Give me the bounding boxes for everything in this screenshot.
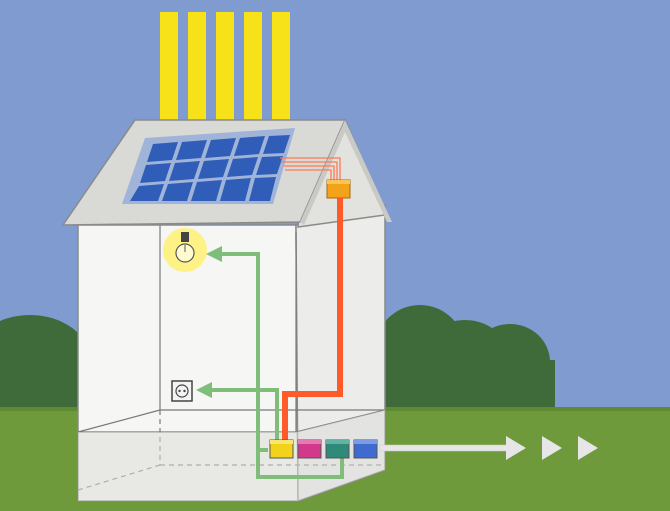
battery-teal: [325, 439, 350, 459]
ac-wires: [210, 252, 344, 479]
arrow-right-icon: [506, 436, 526, 460]
battery-magenta: [297, 439, 322, 459]
sun-rays-icon: [160, 12, 290, 138]
bushes: [0, 305, 555, 420]
export-line: [379, 444, 509, 452]
arrow-right-icon: [542, 436, 562, 460]
dc-wire-bundle: [280, 157, 341, 182]
grid-export-arrows: [379, 436, 598, 460]
arrow-to-outlet: [196, 382, 212, 398]
inverter-box: [326, 179, 351, 199]
light-bulb-icon: [163, 228, 207, 272]
battery-blue: [353, 439, 378, 459]
dc-main-wire: [282, 198, 343, 442]
battery-yellow: [269, 439, 294, 459]
power-outlet-icon: [171, 380, 193, 402]
arrow-right-icon: [578, 436, 598, 460]
solar-panel-icon: [122, 128, 295, 204]
battery-units: [269, 439, 378, 459]
arrow-to-bulb: [206, 246, 222, 262]
